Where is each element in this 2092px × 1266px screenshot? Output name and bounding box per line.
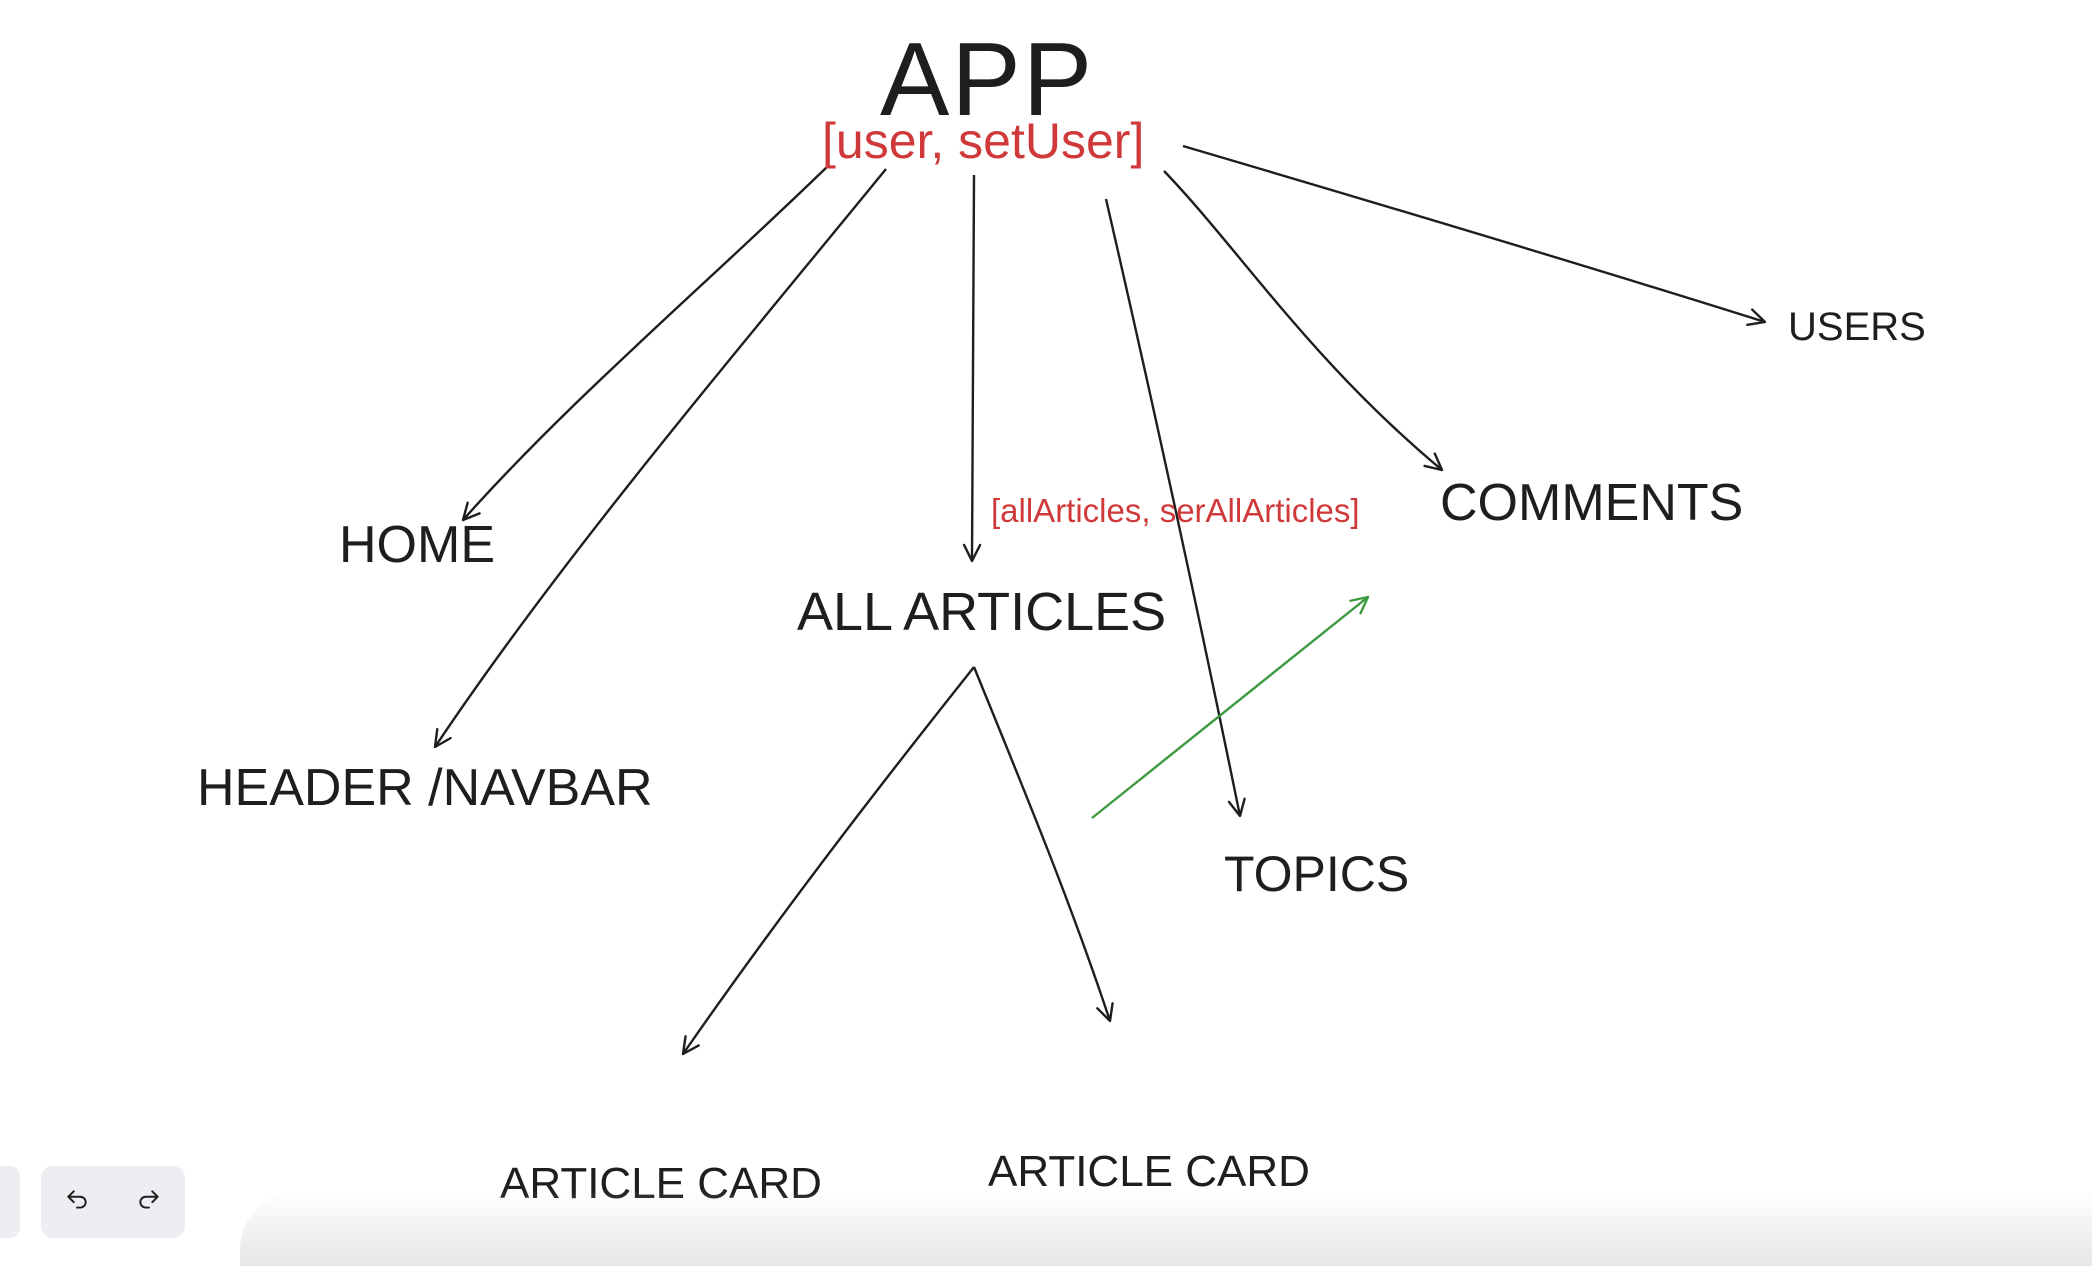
undo-icon bbox=[64, 1187, 90, 1218]
node-topics[interactable]: TOPICS bbox=[1224, 846, 1410, 902]
redo-button[interactable] bbox=[121, 1174, 177, 1230]
arrow-app-to-topics[interactable] bbox=[1104, 198, 1246, 818]
history-toolbar bbox=[41, 1166, 185, 1238]
arrow-all-articles-to-article-card-2[interactable] bbox=[972, 666, 1114, 1023]
redo-icon bbox=[136, 1187, 162, 1218]
node-all-articles[interactable]: ALL ARTICLES bbox=[797, 582, 1167, 642]
arrow-app-to-home[interactable] bbox=[461, 165, 829, 522]
node-header-navbar[interactable]: HEADER /NAVBAR bbox=[197, 759, 653, 817]
node-users[interactable]: USERS bbox=[1788, 305, 1926, 349]
node-app[interactable]: APP bbox=[880, 22, 1095, 138]
state-label-all-articles[interactable]: [allArticles, serAllArticles] bbox=[991, 492, 1360, 529]
node-home[interactable]: HOME bbox=[339, 516, 495, 574]
arrow-green-to-comments[interactable] bbox=[1091, 595, 1370, 819]
arrow-app-to-header-navbar[interactable] bbox=[433, 168, 887, 749]
node-article-card-2[interactable]: ARTICLE CARD bbox=[988, 1147, 1310, 1196]
state-label-user[interactable]: [user, setUser] bbox=[822, 113, 1145, 169]
bottom-panel-shadow bbox=[240, 1190, 2092, 1266]
undo-button[interactable] bbox=[49, 1174, 105, 1230]
node-comments[interactable]: COMMENTS bbox=[1440, 474, 1744, 532]
arrow-app-to-all-articles[interactable] bbox=[962, 174, 982, 563]
arrow-app-to-users[interactable] bbox=[1182, 144, 1767, 327]
arrow-app-to-comments[interactable] bbox=[1163, 170, 1444, 472]
zoom-toolbar-edge[interactable] bbox=[0, 1166, 20, 1238]
arrow-all-articles-to-article-card-1[interactable] bbox=[681, 666, 975, 1056]
